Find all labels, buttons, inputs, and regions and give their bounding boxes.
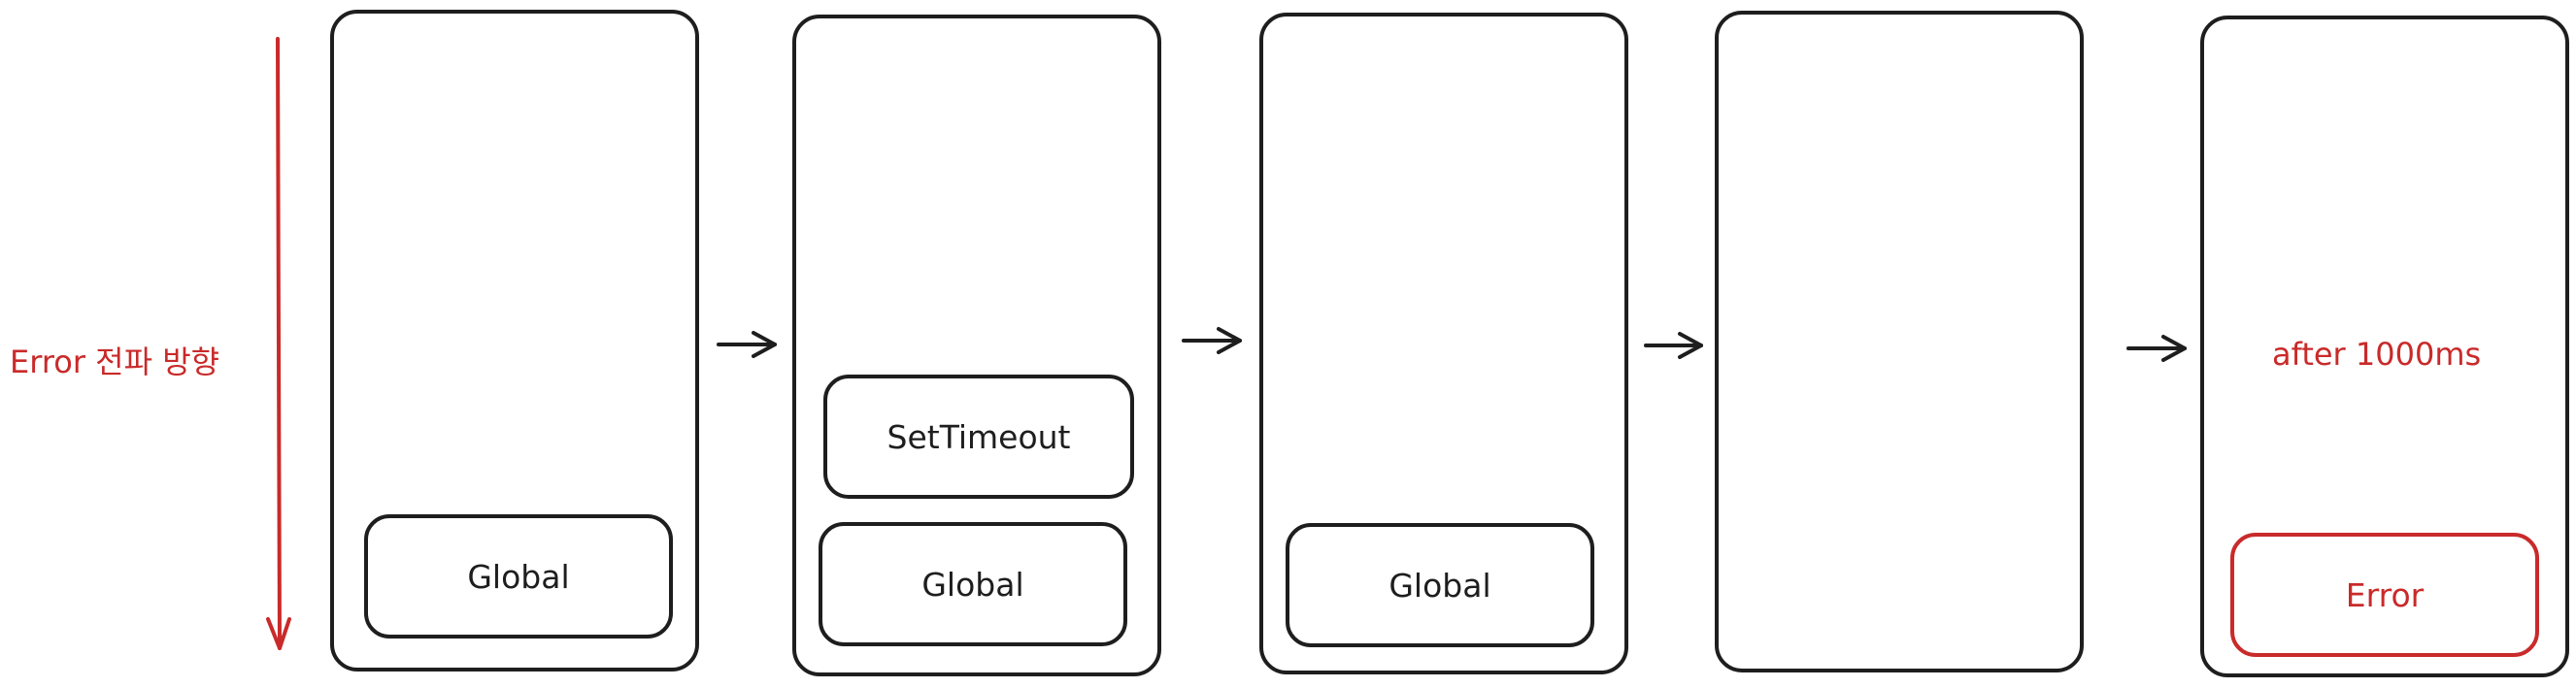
error-direction-arrow [266,37,291,650]
transition-arrow-3 [1644,332,1703,359]
error-context-box: Error [2230,533,2539,657]
transition-arrow-2 [1182,327,1242,354]
settimeout-context-box: SetTimeout [823,375,1134,499]
transition-arrow-1 [717,331,777,358]
call-stack-frame-4-empty [1715,11,2084,672]
transition-arrow-4 [2126,335,2187,362]
after-1000ms-caption: after 1000ms [2272,336,2482,373]
global-context-box: Global [1286,523,1594,647]
global-context-box: Global [819,522,1127,646]
global-context-box: Global [364,514,673,639]
error-direction-label: Error 전파 방향 [10,344,220,380]
